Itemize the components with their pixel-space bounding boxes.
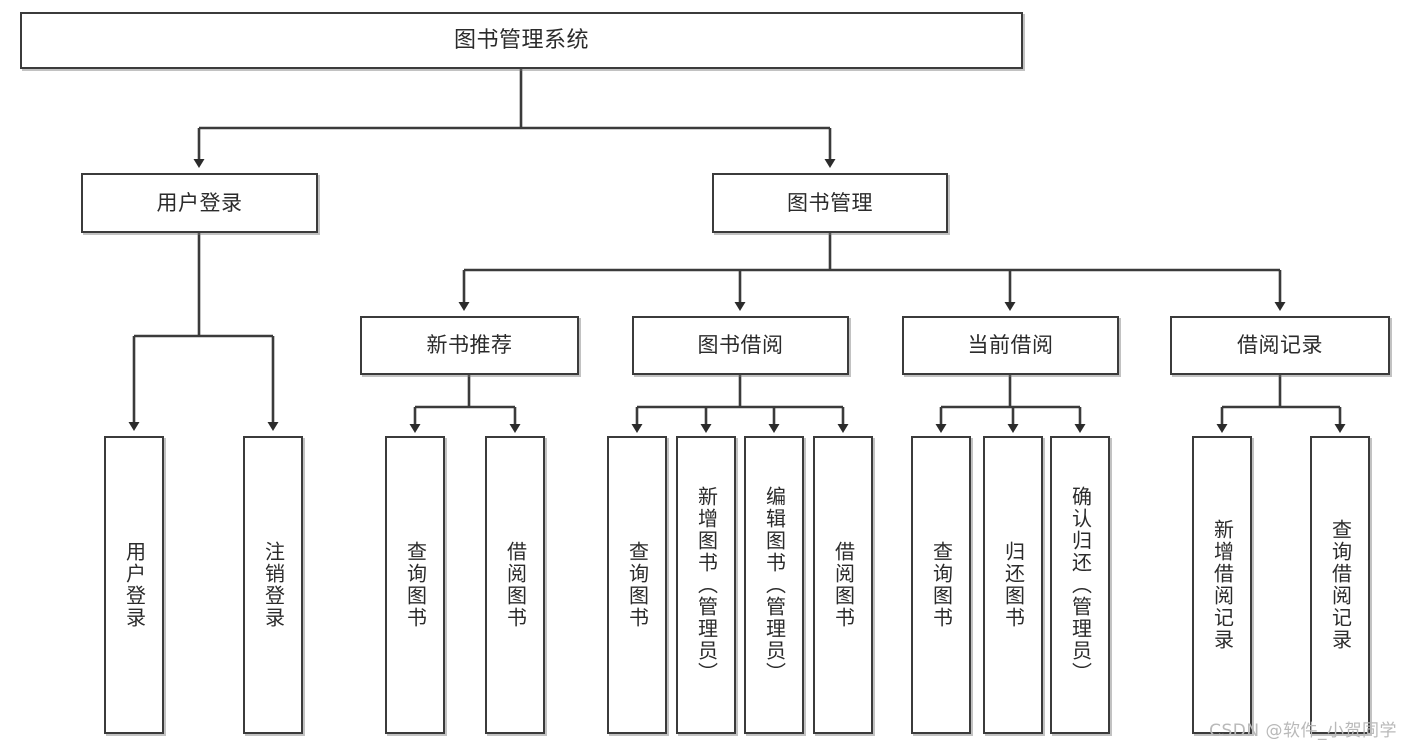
node-label: 新增借阅记录 (1210, 519, 1235, 651)
node-new-book-recommendation[interactable]: 新书推荐 (360, 316, 579, 375)
node-user-login[interactable]: 用户登录 (81, 173, 318, 233)
leaf-return-book[interactable]: 归还图书 (983, 436, 1043, 734)
node-label: 查询图书 (929, 541, 954, 629)
leaf-query-book-new[interactable]: 查询图书 (385, 436, 445, 734)
node-label: 图书借阅 (697, 333, 784, 358)
node-label: 归还图书 (1001, 541, 1026, 629)
node-book-borrowing[interactable]: 图书借阅 (632, 316, 849, 375)
node-book-management[interactable]: 图书管理 (712, 173, 948, 233)
node-label: 用户登录 (156, 190, 243, 215)
leaf-borrow-book[interactable]: 借阅图书 (813, 436, 873, 734)
node-current-borrowing[interactable]: 当前借阅 (902, 316, 1119, 375)
node-label: 当前借阅 (967, 333, 1054, 358)
node-label: 注销登录 (261, 541, 286, 629)
leaf-query-book-borrow[interactable]: 查询图书 (607, 436, 667, 734)
node-label: 新增图书（管理员） (694, 486, 719, 684)
node-label: 查询图书 (403, 541, 428, 629)
leaf-confirm-return-admin[interactable]: 确认归还（管理员） (1050, 436, 1110, 734)
node-label: 借阅记录 (1237, 333, 1323, 358)
node-label: 查询图书 (625, 541, 650, 629)
node-label: 图书管理 (787, 190, 873, 215)
node-label: 借阅图书 (831, 541, 856, 629)
node-label: 确认归还（管理员） (1068, 486, 1093, 684)
watermark: CSDN @软件_小贺同学 (1209, 721, 1397, 741)
leaf-borrow-book-new[interactable]: 借阅图书 (485, 436, 545, 734)
node-label: 用户登录 (122, 541, 147, 629)
leaf-add-book-admin[interactable]: 新增图书（管理员） (676, 436, 736, 734)
leaf-query-book-current[interactable]: 查询图书 (911, 436, 971, 734)
leaf-edit-book-admin[interactable]: 编辑图书（管理员） (744, 436, 804, 734)
node-label: 借阅图书 (503, 541, 528, 629)
leaf-user-login[interactable]: 用户登录 (104, 436, 164, 734)
node-label: 编辑图书（管理员） (762, 486, 787, 684)
leaf-user-logout[interactable]: 注销登录 (243, 436, 303, 734)
leaf-query-borrow-record[interactable]: 查询借阅记录 (1310, 436, 1370, 734)
leaf-add-borrow-record[interactable]: 新增借阅记录 (1192, 436, 1252, 734)
node-label: 图书管理系统 (453, 27, 589, 53)
node-label: 新书推荐 (426, 333, 513, 358)
node-label: 查询借阅记录 (1328, 519, 1353, 651)
node-borrowing-record[interactable]: 借阅记录 (1170, 316, 1390, 375)
node-book-management-system[interactable]: 图书管理系统 (20, 12, 1023, 69)
